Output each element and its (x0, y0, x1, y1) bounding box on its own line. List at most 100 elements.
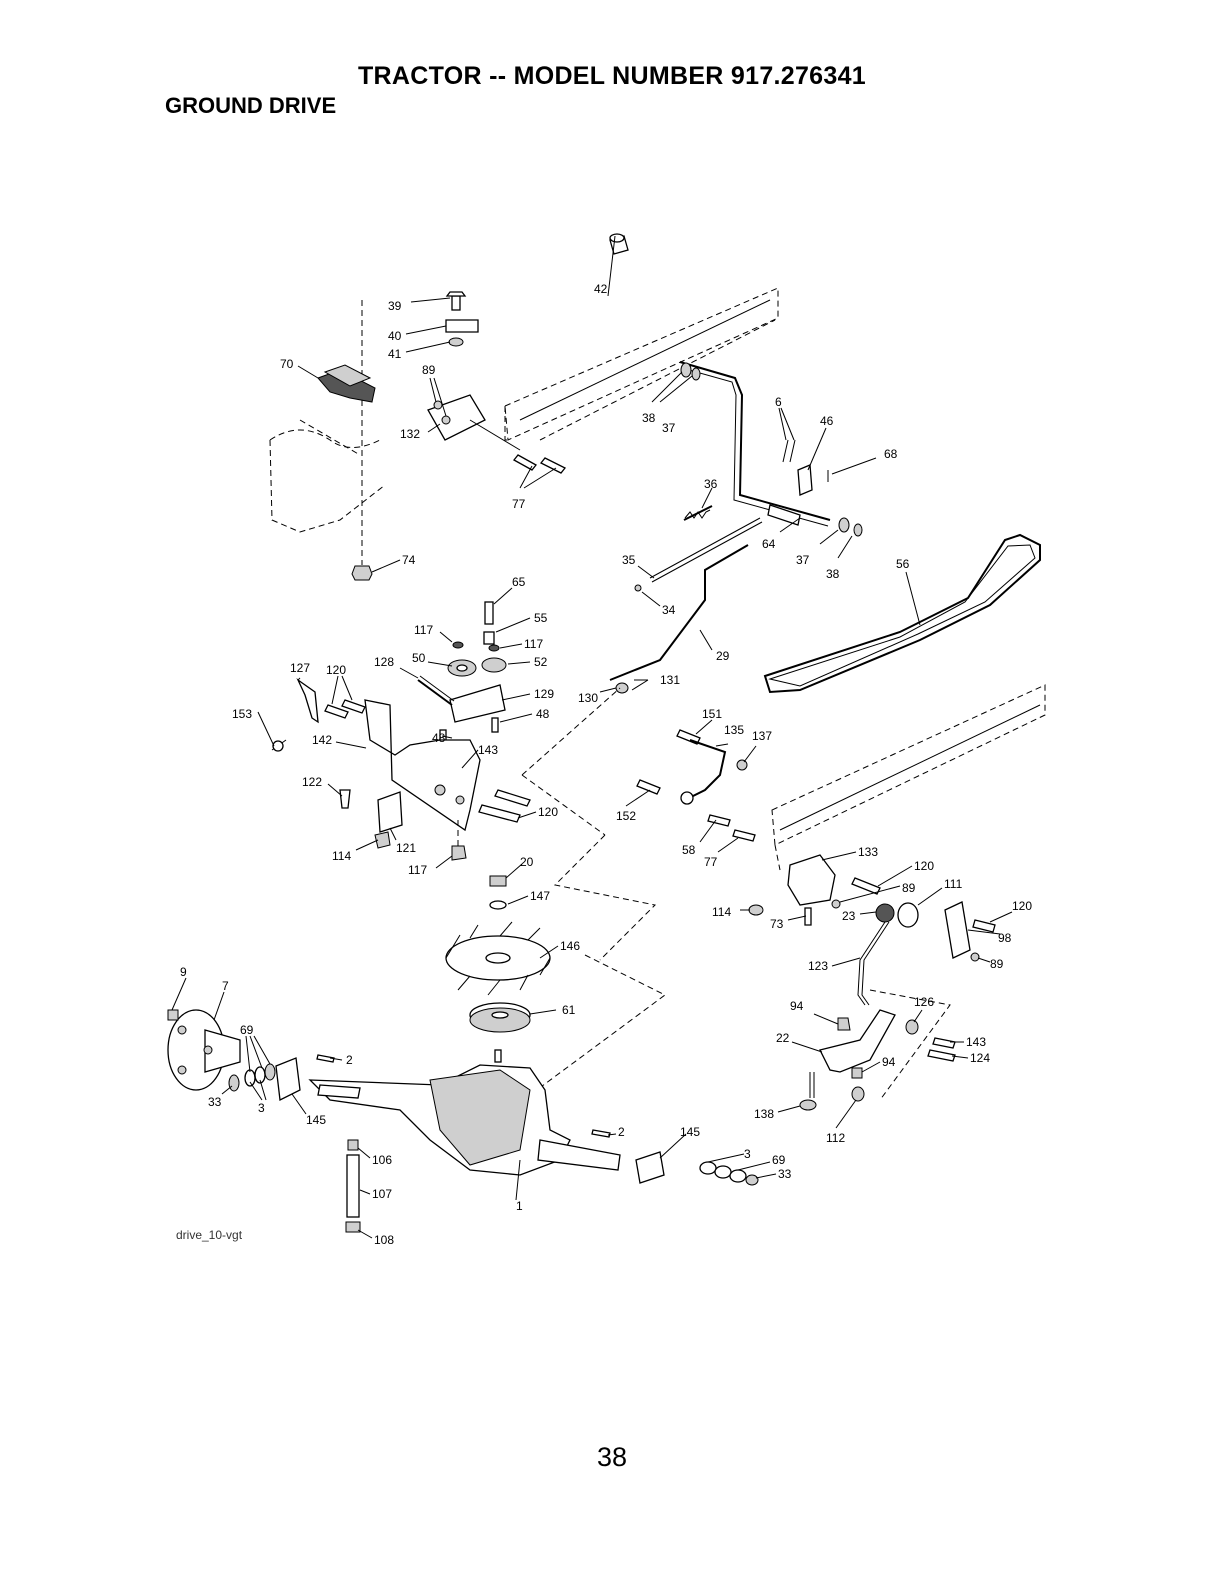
callout-42: 42 (594, 282, 608, 296)
callout-117c: 117 (408, 863, 427, 877)
drawing-code: drive_10-vgt (176, 1228, 243, 1242)
callout-94a: 94 (790, 999, 804, 1013)
part-127-153-lever (271, 678, 319, 752)
callout-2b: 2 (618, 1125, 625, 1139)
part-89-nut (970, 952, 980, 962)
callout-153: 153 (232, 707, 252, 721)
callout-120c: 120 (914, 859, 934, 873)
callout-147: 147 (530, 889, 550, 903)
callout-94b: 94 (882, 1055, 896, 1069)
part-128-spring (417, 675, 455, 706)
callout-132: 132 (400, 427, 420, 441)
callout-111: 111 (944, 877, 963, 891)
callout-123: 123 (808, 959, 828, 973)
callout-29: 29 (716, 649, 730, 663)
callout-leader-lines (171, 235, 1013, 1239)
callout-129: 129 (534, 687, 554, 701)
callout-133: 133 (858, 845, 878, 859)
part-6-46-68-pins (782, 439, 829, 496)
page-title: TRACTOR -- MODEL NUMBER 917.276341 (357, 62, 866, 90)
part-36-spring (683, 505, 713, 521)
callout-35: 35 (622, 553, 636, 567)
callout-50: 50 (412, 651, 426, 665)
callout-120b: 120 (538, 805, 558, 819)
callout-7: 7 (222, 979, 229, 993)
callout-37: 37 (662, 421, 676, 435)
callout-65: 65 (512, 575, 526, 589)
callout-121: 121 (396, 841, 416, 855)
part-120-bolts-middle (478, 789, 531, 823)
callout-77: 77 (512, 497, 526, 511)
part-133-bracket (787, 854, 836, 906)
callout-108: 108 (374, 1233, 394, 1247)
callout-143b: 143 (966, 1035, 986, 1049)
callout-73: 73 (770, 917, 784, 931)
part-7-hub (167, 1009, 241, 1091)
callout-36: 36 (704, 477, 718, 491)
callout-70: 70 (280, 357, 294, 371)
callout-48a: 48 (536, 707, 550, 721)
callout-33a: 33 (208, 1095, 222, 1109)
section-title: GROUND DRIVE (165, 93, 337, 118)
part-98-bracket (944, 901, 971, 959)
part-111-123-lever (857, 902, 919, 1006)
part-58-77-bolts (707, 814, 756, 842)
part-64-cross-shaft (679, 361, 863, 537)
part-1-transaxle (308, 1049, 621, 1176)
callout-34: 34 (662, 603, 676, 617)
callout-89b: 89 (902, 881, 916, 895)
part-35-29-rods (609, 517, 763, 681)
callout-143a: 143 (478, 743, 498, 757)
part-22-126-lever-group (799, 1009, 956, 1111)
callout-120a: 120 (326, 663, 346, 677)
callout-106: 106 (372, 1153, 392, 1167)
callout-124: 124 (970, 1051, 990, 1065)
callout-98: 98 (998, 931, 1012, 945)
callout-151: 151 (702, 707, 722, 721)
part-147-washer (489, 900, 507, 910)
callout-3a: 3 (258, 1101, 265, 1115)
callout-1: 1 (516, 1199, 523, 1213)
part-77-bolts (513, 454, 567, 474)
callout-6: 6 (775, 395, 782, 409)
callout-52: 52 (534, 655, 548, 669)
callout-23: 23 (842, 909, 856, 923)
callout-145a: 145 (306, 1113, 326, 1127)
lower-frame-rail (771, 684, 1046, 871)
callout-56: 56 (896, 557, 910, 571)
callout-112: 112 (826, 1131, 845, 1145)
callout-127: 127 (290, 661, 310, 675)
callout-40: 40 (388, 329, 402, 343)
callout-152: 152 (616, 809, 636, 823)
callout-146: 146 (560, 939, 580, 953)
part-56-belt (763, 533, 1041, 694)
callout-114b: 114 (712, 905, 731, 919)
callout-58: 58 (682, 843, 696, 857)
callout-9: 9 (180, 965, 187, 979)
callout-68: 68 (884, 447, 898, 461)
callout-114a: 114 (332, 849, 351, 863)
callout-107: 107 (372, 1187, 392, 1201)
callout-46: 46 (820, 414, 834, 428)
part-42-bushing (609, 233, 629, 255)
callout-137: 137 (752, 729, 772, 743)
callout-120d: 120 (1012, 899, 1032, 913)
washers-left (228, 1063, 276, 1092)
callout-69b: 69 (772, 1153, 786, 1167)
part-130-131 (615, 679, 649, 694)
linkage-151-135-137-152 (636, 729, 748, 805)
part-106-107-108-stud (345, 1139, 361, 1233)
callout-69a: 69 (240, 1023, 254, 1037)
callout-39: 39 (388, 299, 402, 313)
part-121-114-117-hardware (374, 791, 467, 861)
callout-41: 41 (388, 347, 402, 361)
page-number: 38 (596, 1442, 628, 1472)
callout-55: 55 (534, 611, 548, 625)
part-120-bolt-far-right (972, 919, 996, 933)
part-20-nut (489, 875, 507, 887)
callout-48b: 48 (432, 731, 446, 745)
callout-145b: 145 (680, 1125, 700, 1139)
callout-117b: 117 (524, 637, 543, 651)
callout-2a: 2 (346, 1053, 353, 1067)
